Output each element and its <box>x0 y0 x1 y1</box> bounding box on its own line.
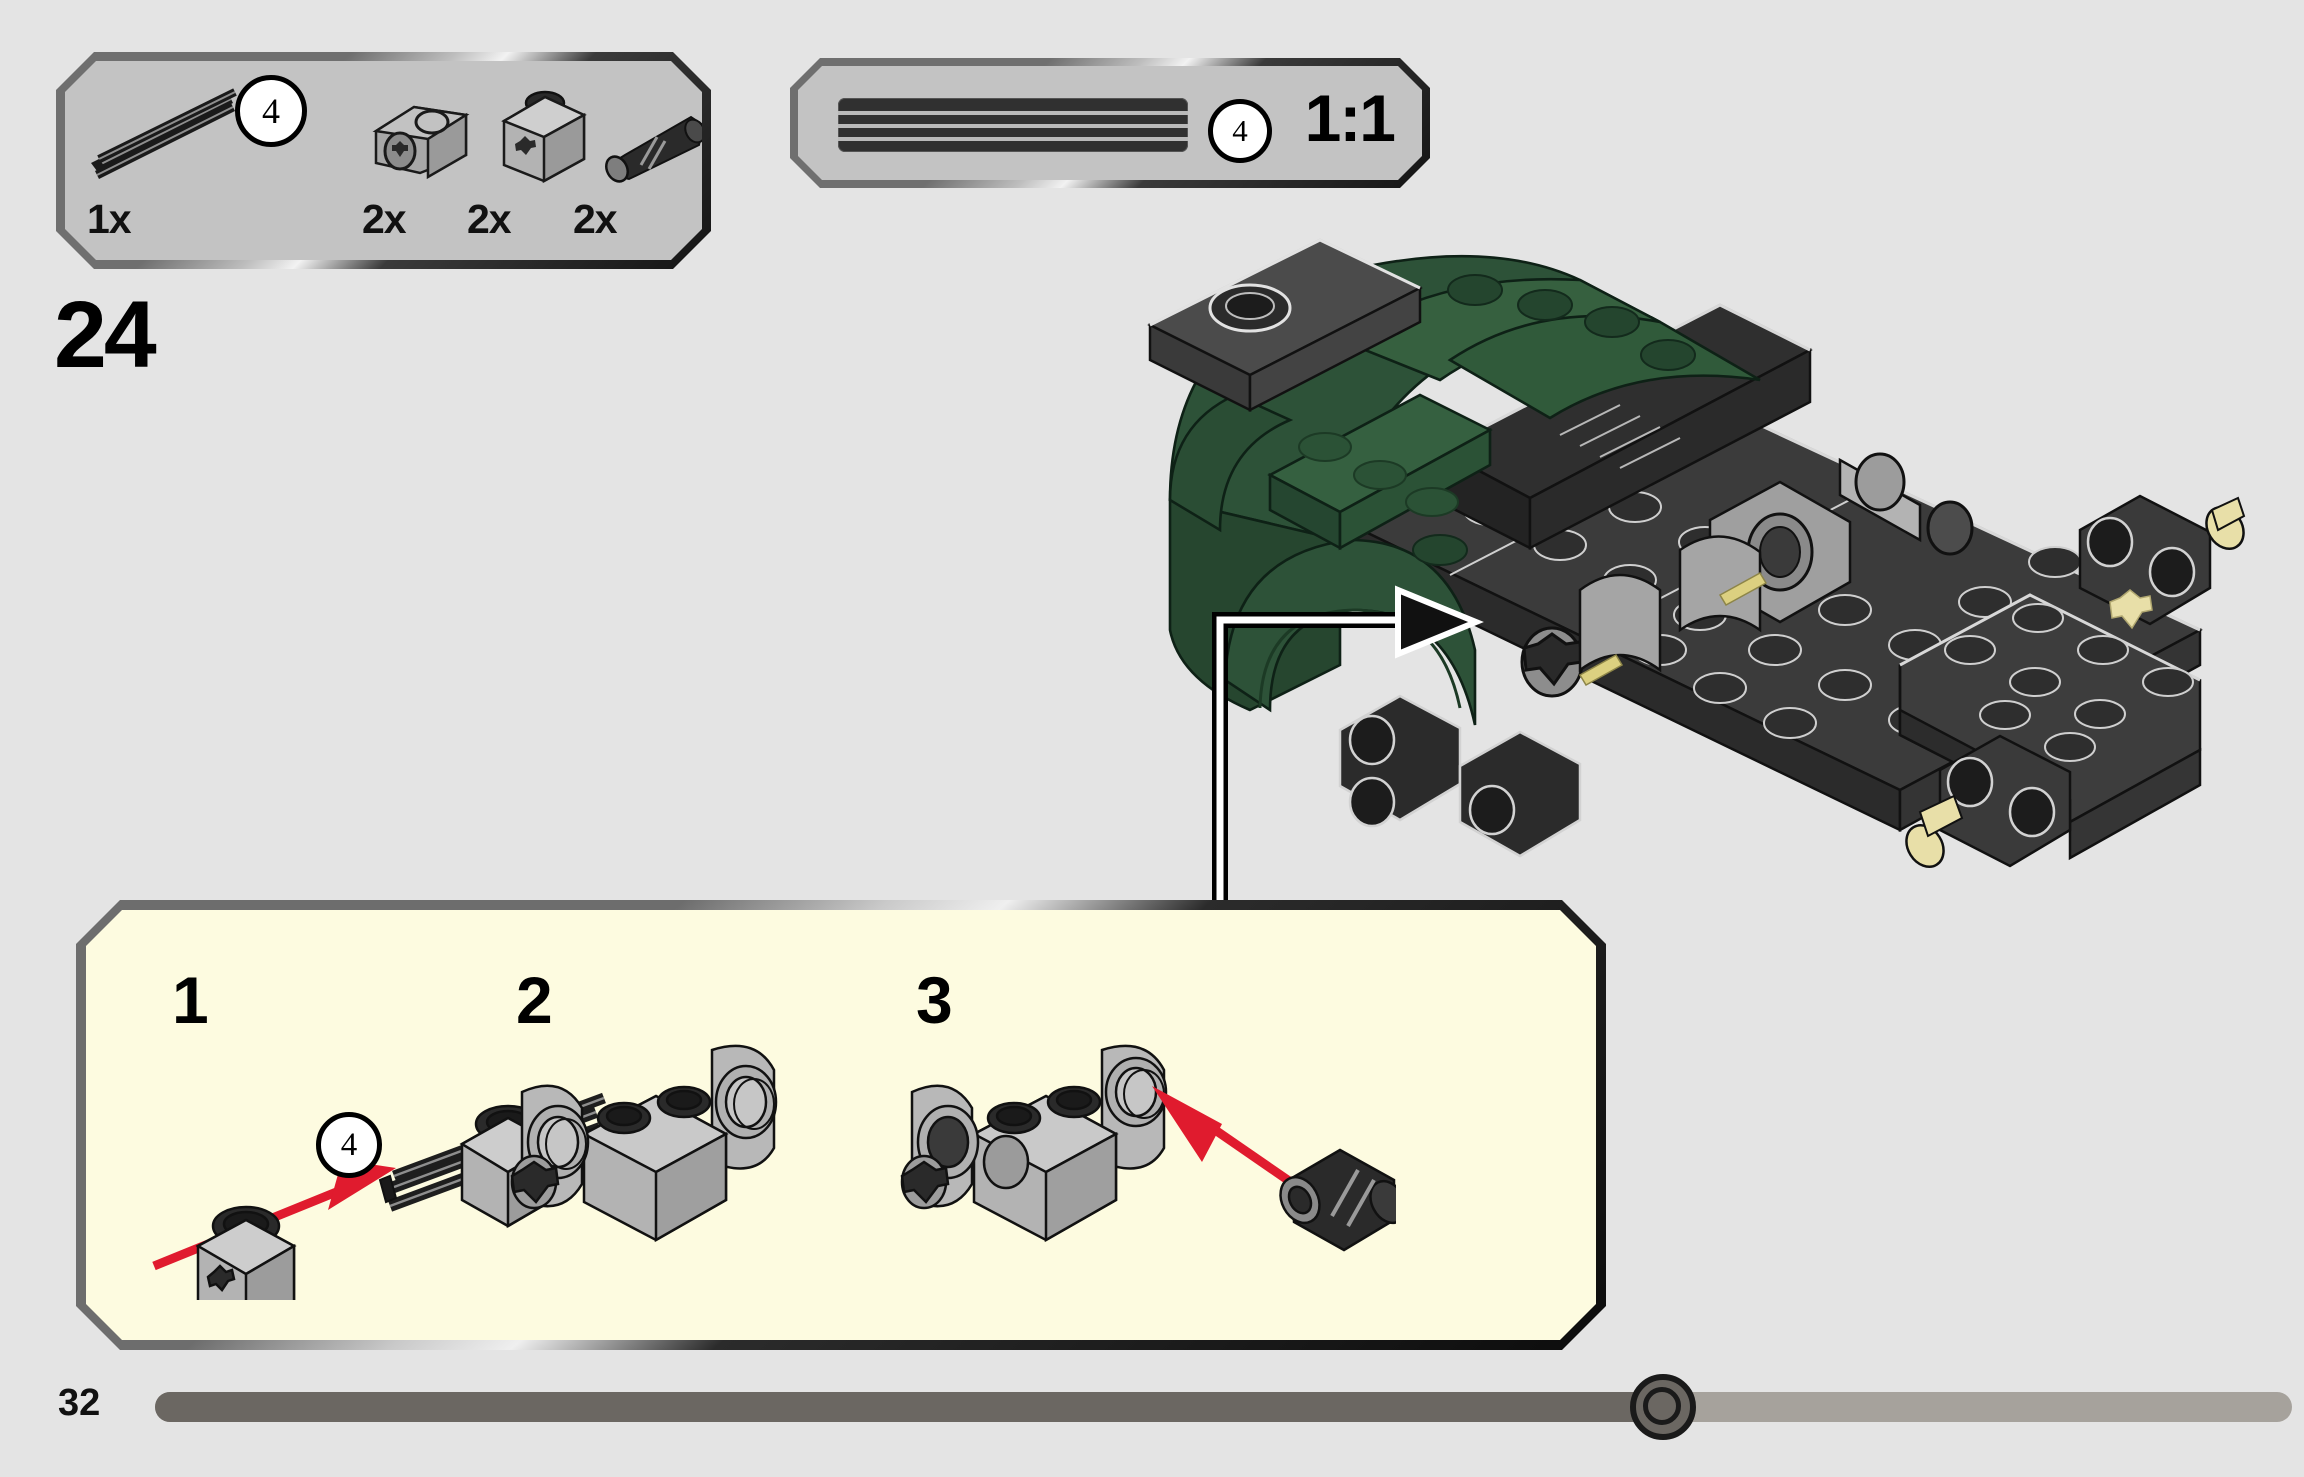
main-model-illustration <box>1020 210 2250 950</box>
progress-bar-fill <box>155 1392 1660 1422</box>
technic-arms <box>1578 535 1762 673</box>
scale-ratio-label: 1:1 <box>1304 81 1394 155</box>
windscreen-bracket <box>1147 238 1423 413</box>
technic-pin-with-bush-icon <box>595 101 715 191</box>
substep-number-3: 3 <box>916 963 951 1037</box>
substep-3-illustration <box>896 1030 1396 1280</box>
accent-slivers <box>1578 571 1768 687</box>
substep-3-svg <box>896 1030 1396 1280</box>
model-svg <box>1147 238 2246 868</box>
technic-brick-1x1 <box>198 1207 294 1300</box>
tan-pin-upper <box>2205 496 2246 550</box>
assembled-pin-connector-pair <box>902 1046 1166 1240</box>
part-technic-pin-with-bush <box>595 101 715 191</box>
progress-bar-track[interactable] <box>155 1392 2292 1422</box>
scale-reference-panel: 4 1:1 <box>790 58 1430 188</box>
callout-leader-svg <box>1212 585 1484 910</box>
technic-beam-assembly <box>1437 303 1813 551</box>
part-technic-axle-4 <box>83 79 253 189</box>
page-number: 32 <box>58 1382 101 1424</box>
substep-1-length-badge: 4 <box>316 1112 382 1178</box>
scale-panel-inner: 4 1:1 <box>798 66 1422 180</box>
technic-brick-1x1-icon <box>490 81 595 191</box>
progress-bar-knob[interactable] <box>1630 1374 1696 1440</box>
scale-axle-graphic <box>838 98 1188 152</box>
technic-axle-4-icon <box>83 79 253 189</box>
part-quantity: 2x <box>573 196 617 242</box>
parts-list: 1x 4 2x <box>65 61 702 260</box>
rear-plate-assembly <box>1898 494 2246 868</box>
callout-leader <box>1180 580 1540 930</box>
scale-length-badge: 4 <box>1208 99 1272 163</box>
parts-bin-inner: 1x 4 2x <box>65 61 702 260</box>
tan-pin-lower <box>1905 794 1964 868</box>
part-quantity: 2x <box>467 196 511 242</box>
substep-2-illustration <box>506 1030 836 1280</box>
technic-pin-with-bush <box>1273 1150 1396 1250</box>
substep-number-2: 2 <box>516 963 551 1037</box>
substep-2-svg <box>506 1030 836 1280</box>
part-technic-axle-pin-connector <box>370 89 480 189</box>
step-number: 24 <box>54 282 157 388</box>
assembled-pin-connector-pair <box>512 1046 776 1240</box>
part-quantity: 2x <box>362 196 406 242</box>
substep-callout-box: 1 <box>76 900 1606 1350</box>
part-quantity: 1x <box>87 196 131 242</box>
callout-inner: 1 <box>86 910 1596 1340</box>
part-technic-brick-1x1-with-hole <box>490 81 595 191</box>
assembly-arrow-red <box>1152 1086 1308 1194</box>
axle-length-badge: 4 <box>235 75 307 147</box>
parts-bin: 1x 4 2x <box>56 52 711 269</box>
substep-number-1: 1 <box>172 963 207 1037</box>
black-technic-bricks <box>1338 694 1582 858</box>
technic-axle-pin-connector-icon <box>370 89 480 189</box>
